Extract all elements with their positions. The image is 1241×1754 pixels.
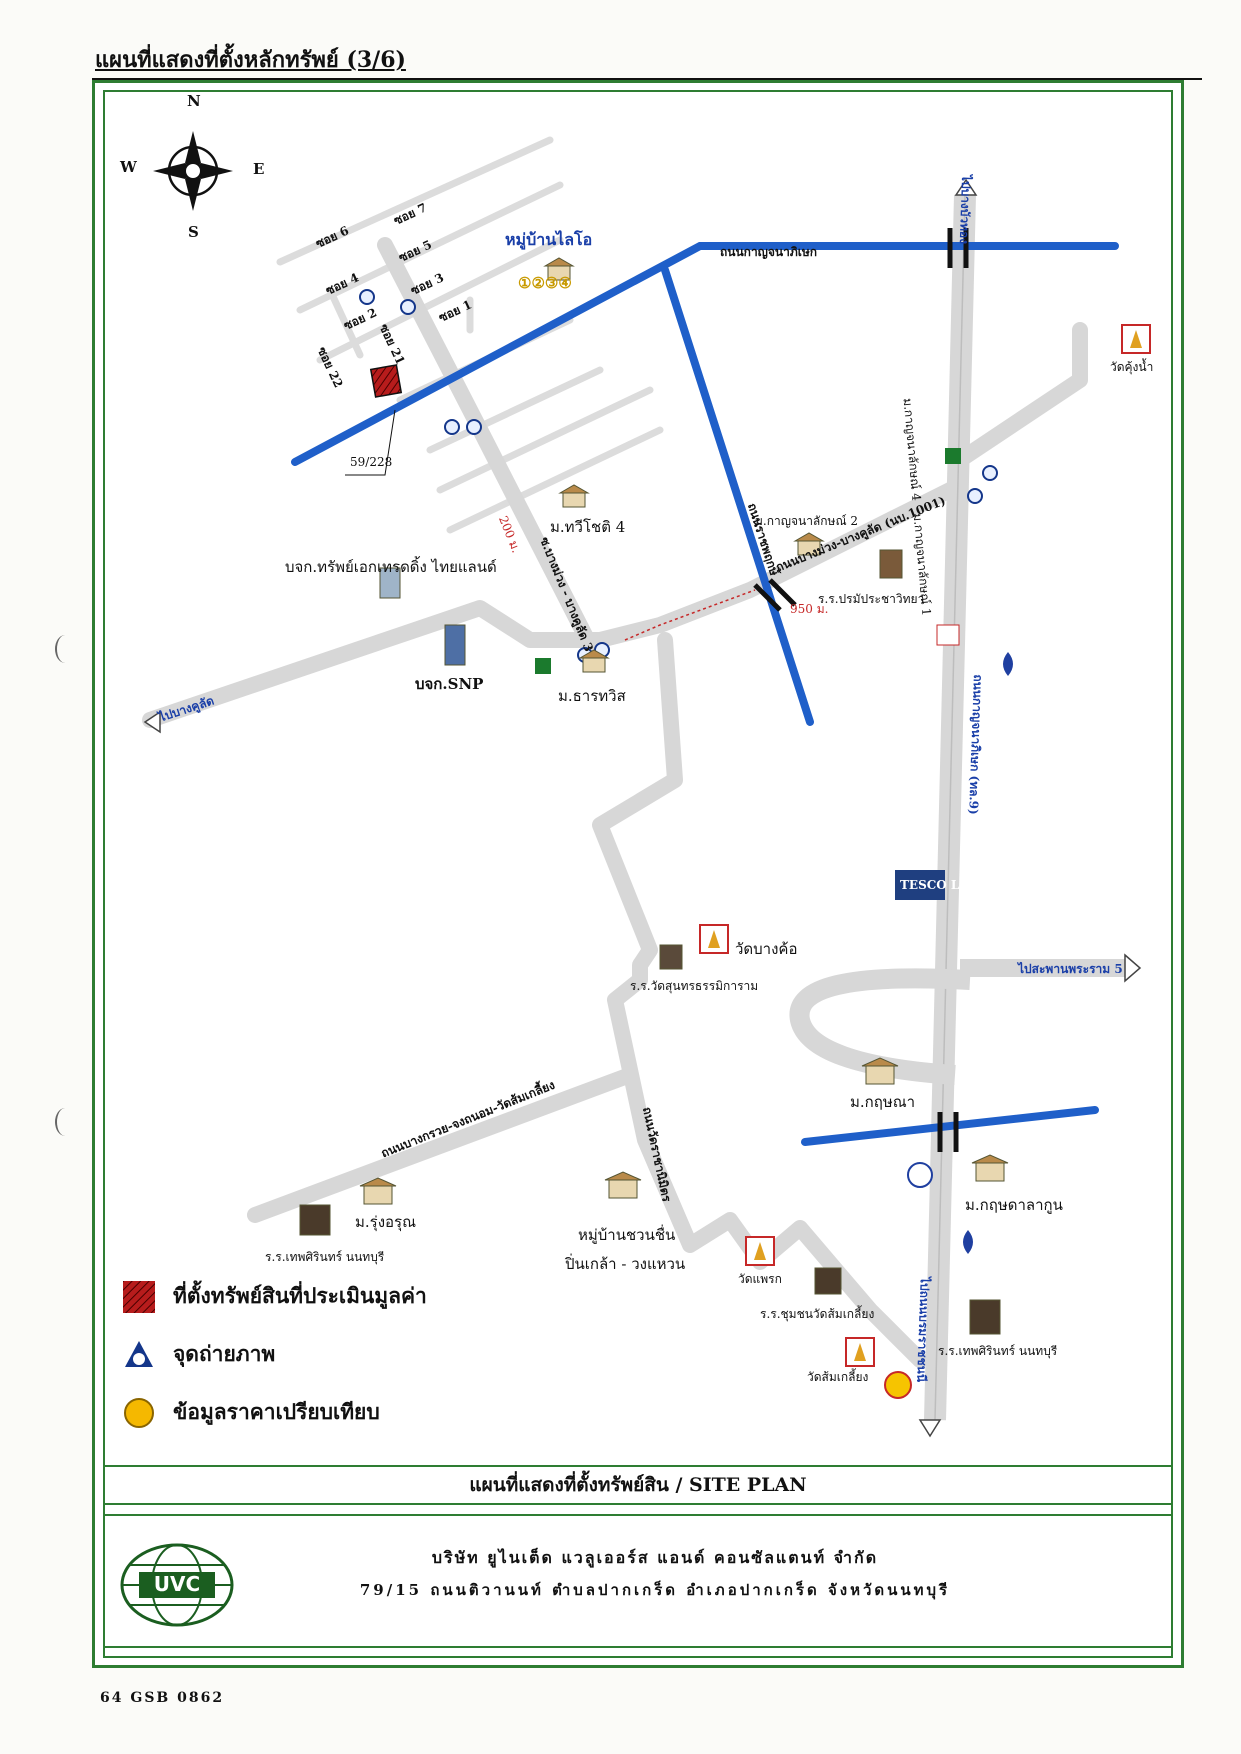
label-company-snp: บจก.SNP [415, 675, 484, 693]
label-m-kanyanaluk2: ม.กาญจนาลักษณ์ 2 [755, 514, 859, 528]
legend-photo: จุดถ่ายภาพ [123, 1338, 275, 1371]
ptt-icon-2 [963, 1230, 973, 1254]
subject-swatch-icon [123, 1280, 155, 1313]
label-tesco-lotus: TESCO Lotus [900, 878, 989, 892]
label-to-rama5: ไปสะพานพระราม 5 [1018, 962, 1123, 976]
label-school-chumchon: ร.ร.ชุมชนวัดส้มเกลี้ยง [760, 1307, 875, 1321]
company-address: 79/15 ถนนติวานนท์ ตำบลปากเกร็ด อำเภอปากเ… [359, 1581, 951, 1599]
uvc-logo-icon [120, 1543, 234, 1627]
road-ne [952, 322, 1088, 468]
label-company-asset: บจก.ทรัพย์เอกเทรดดิ้ง ไทยแลนด์ [285, 558, 497, 576]
seven-eleven-icon-2 [535, 658, 551, 674]
label-wat-som-kliang: วัดส้มเกลี้ยง [807, 1370, 869, 1384]
document-code: 64 GSB 0862 [100, 1690, 225, 1706]
company-name: บริษัท ยูไนเต็ด แวลูเออร์ส แอนด์ คอนซัลแ… [431, 1548, 879, 1567]
punch-hole [55, 1108, 75, 1136]
company-block: UVC บริษัท ยูไนเต็ด แวลูเออร์ส แอนด์ คอน… [103, 1514, 1173, 1648]
road-bang-kruai [247, 1067, 638, 1223]
compass-e: E [253, 160, 265, 178]
label-wat-bangkhae: วัดบางค้อ [735, 940, 798, 958]
esso-icon [907, 1162, 933, 1188]
label-road-top: ถนนกาญจนาภิเษก [720, 245, 818, 259]
photo-point-icon [125, 1340, 153, 1367]
label-village-suan-chuen-2: ปิ่นเกล้า - วงแหวน [565, 1255, 686, 1273]
local-roads [142, 237, 1088, 1368]
label-school-thepsirin-1: ร.ร.เทพศิรินทร์ นนทบุรี [265, 1250, 385, 1264]
subject-property [369, 364, 403, 398]
soi-grid [276, 136, 664, 534]
label-school-pramuk: ร.ร.ปรมัประชาวิทยา [818, 592, 925, 606]
label-to-south: ไปถนนบรมราชชนนี [914, 1276, 932, 1383]
label-school-wat-suan: ร.ร.วัดสุนทรธรรมิการาม [630, 979, 759, 993]
plot-leader [345, 409, 396, 476]
title-rule [92, 78, 1202, 80]
temple-icons [699, 324, 1151, 1367]
expressways [291, 242, 1119, 1146]
mitsubishi-icon [936, 624, 960, 646]
label-village-laiko: หมู่บ้านไลโอ [505, 230, 593, 249]
tesco-lotus-icon [895, 870, 945, 900]
compass-w: W [120, 158, 137, 176]
label-m-tharawin: ม.ธารทวิส [558, 687, 626, 705]
seven-eleven-icon [945, 448, 961, 464]
red-dotted-route [624, 589, 756, 641]
label-wat-khunnok: วัดคุ้งน้ำ [1110, 360, 1154, 374]
legend-photo-label: จุดถ่ายภาพ [173, 1342, 276, 1366]
label-school-thepsirin-2: ร.ร.เทพศิรินทร์ นนทบุรี [938, 1344, 1058, 1358]
legend-subject-label: ที่ตั้งทรัพย์สินที่ประเมินมูลค่า [173, 1284, 427, 1308]
comparable-markers: ①②③④ [518, 274, 572, 292]
label-village-suan-chuen-1: หมู่บ้านชวนชื่น [578, 1226, 676, 1244]
legend-comparable-label: ข้อมูลราคาเปรียบเทียบ [173, 1400, 380, 1424]
compass-rose [153, 131, 233, 211]
legend-subject: ที่ตั้งทรัพย์สินที่ประเมินมูลค่า [123, 1280, 427, 1313]
label-m-rungarun: ม.รุ่งอรุณ [355, 1213, 417, 1231]
map-frame [92, 80, 1184, 1668]
label-wat-praek: วัดแพรก [738, 1272, 782, 1286]
soi-bangmuang-bangkulat-3 [377, 237, 598, 653]
road-to-bangkulat [142, 477, 968, 728]
label-plot-no: 59/228 [350, 455, 393, 469]
compass-n: N [187, 92, 201, 110]
road-end-arrows [143, 178, 978, 1438]
legend-comparable: ข้อมูลราคาเปรียบเทียบ [123, 1396, 380, 1429]
label-m-thawichot4: ม.ทวีโชติ 4 [550, 518, 626, 536]
map-frame-inner [103, 90, 1173, 1658]
label-dist-950: 950 ม. [790, 602, 829, 616]
page-title: แผนที่แสดงที่ตั้งหลักทรัพย์ (3/6) [95, 47, 406, 73]
landmark-icons [299, 257, 1009, 1335]
overpass-marks [753, 228, 969, 1152]
label-m-kritsana: ม.กฤษณา [850, 1093, 916, 1111]
compass-s: S [188, 223, 199, 241]
comparable-point-icon [124, 1397, 154, 1428]
logo-text: UVC [153, 1572, 201, 1596]
site-plan-caption: แผนที่แสดงที่ตั้งทรัพย์สิน / SITE PLAN [103, 1465, 1173, 1505]
label-to-bangbuathong: ไปบางบัวทอง [956, 174, 974, 245]
ptt-icon [1003, 652, 1013, 676]
site-map [142, 131, 1151, 1438]
label-m-kritsana-lagoon: ม.กฤษดาลากูน [965, 1196, 1063, 1214]
shell-icon [884, 1371, 912, 1399]
punch-hole [55, 635, 75, 663]
